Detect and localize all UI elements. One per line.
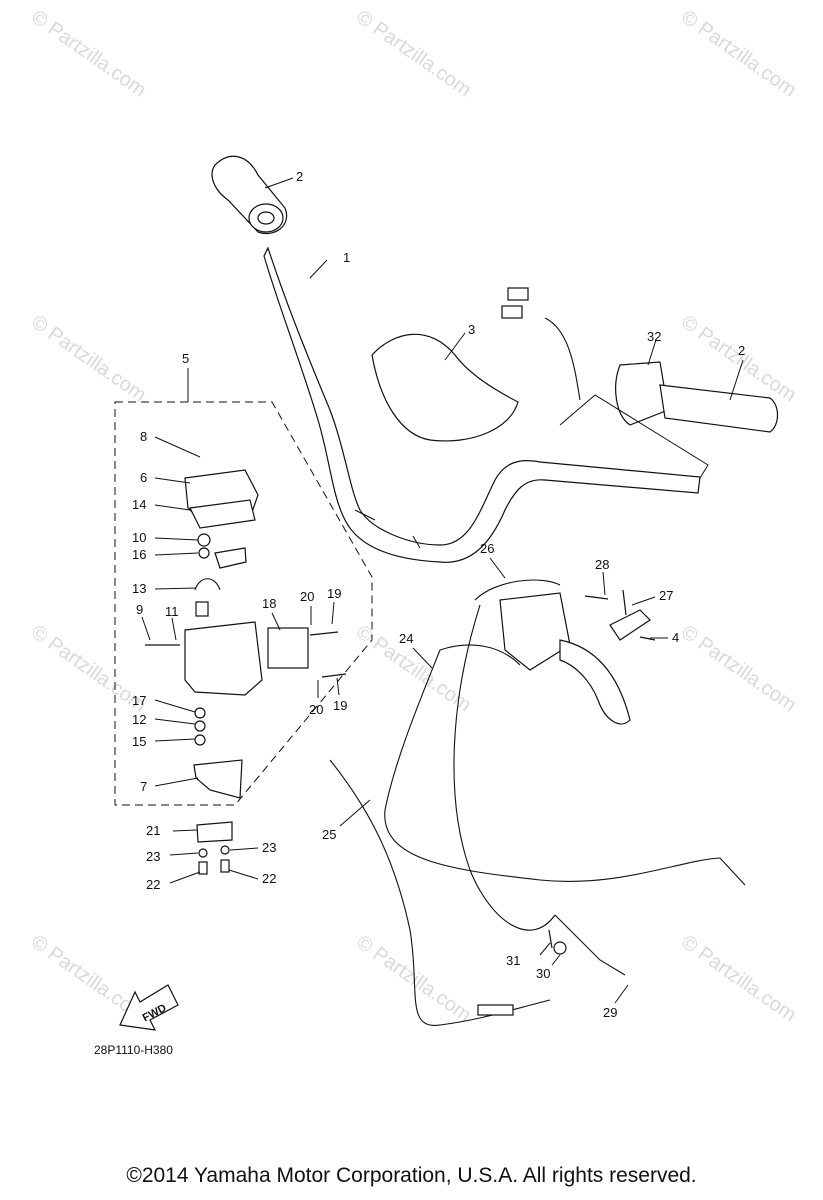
callout-32: 32 bbox=[647, 329, 661, 344]
callout-2-left-grip: 2 bbox=[296, 169, 303, 184]
left-switch-assembly bbox=[114, 401, 373, 806]
callout-10: 10 bbox=[132, 530, 146, 545]
callout-30: 30 bbox=[536, 966, 550, 981]
callout-27: 27 bbox=[659, 588, 673, 603]
callout-20-lower: 20 bbox=[309, 702, 323, 717]
callout-19-upper: 19 bbox=[327, 586, 341, 601]
callout-21: 21 bbox=[146, 823, 160, 838]
watermark: © Partzilla.com bbox=[352, 621, 475, 716]
right-switch-and-grip bbox=[501, 287, 779, 479]
left-grip bbox=[211, 155, 288, 234]
callout-8: 8 bbox=[140, 429, 147, 444]
callout-19-lower: 19 bbox=[333, 698, 347, 713]
callout-18: 18 bbox=[262, 596, 276, 611]
watermark: © Partzilla.com bbox=[27, 6, 150, 101]
callout-31: 31 bbox=[506, 953, 520, 968]
callout-29: 29 bbox=[603, 1005, 617, 1020]
watermark: © Partzilla.com bbox=[677, 621, 800, 716]
callout-16: 16 bbox=[132, 547, 146, 562]
watermark: © Partzilla.com bbox=[352, 6, 475, 101]
callout-7: 7 bbox=[140, 779, 147, 794]
callout-17: 17 bbox=[132, 693, 146, 708]
watermark-group: © Partzilla.com © Partzilla.com © Partzi… bbox=[27, 6, 800, 1026]
callout-23-right: 23 bbox=[262, 840, 276, 855]
handlebar-cover bbox=[371, 333, 519, 442]
callout-4: 4 bbox=[672, 630, 679, 645]
fwd-arrow: FWD bbox=[119, 984, 179, 1031]
callout-28: 28 bbox=[595, 557, 609, 572]
callout-13: 13 bbox=[132, 581, 146, 596]
callout-22-right: 22 bbox=[262, 871, 276, 886]
callout-6: 6 bbox=[140, 470, 147, 485]
callout-20-upper: 20 bbox=[300, 589, 314, 604]
callout-15: 15 bbox=[132, 734, 146, 749]
cables bbox=[329, 604, 746, 1026]
watermark: © Partzilla.com bbox=[352, 931, 475, 1026]
callout-12: 12 bbox=[132, 712, 146, 727]
callout-26: 26 bbox=[480, 541, 494, 556]
clamp-parts bbox=[196, 821, 233, 875]
callout-5: 5 bbox=[182, 351, 189, 366]
leader-lines bbox=[141, 177, 744, 1004]
copyright-notice: ©2014 Yamaha Motor Corporation, U.S.A. A… bbox=[126, 1164, 697, 1187]
watermark: © Partzilla.com bbox=[677, 6, 800, 101]
document-code: 28P1110-H380 bbox=[94, 1043, 173, 1057]
callout-3: 3 bbox=[468, 322, 475, 337]
callout-11: 11 bbox=[165, 604, 179, 619]
callout-9: 9 bbox=[136, 602, 143, 617]
callout-2-right-grip: 2 bbox=[738, 343, 745, 358]
callout-14: 14 bbox=[132, 497, 146, 512]
callout-24: 24 bbox=[399, 631, 413, 646]
brake-lever-assembly bbox=[474, 579, 656, 725]
callout-labels: 1 2 2 3 4 5 6 7 8 9 10 11 12 13 14 15 16… bbox=[132, 169, 745, 1020]
watermark: © Partzilla.com bbox=[27, 311, 150, 406]
callout-23-left: 23 bbox=[146, 849, 160, 864]
handlebar bbox=[263, 246, 701, 563]
callout-1: 1 bbox=[343, 250, 350, 265]
callout-25: 25 bbox=[322, 827, 336, 842]
watermark: © Partzilla.com bbox=[677, 931, 800, 1026]
callout-22-left: 22 bbox=[146, 877, 160, 892]
